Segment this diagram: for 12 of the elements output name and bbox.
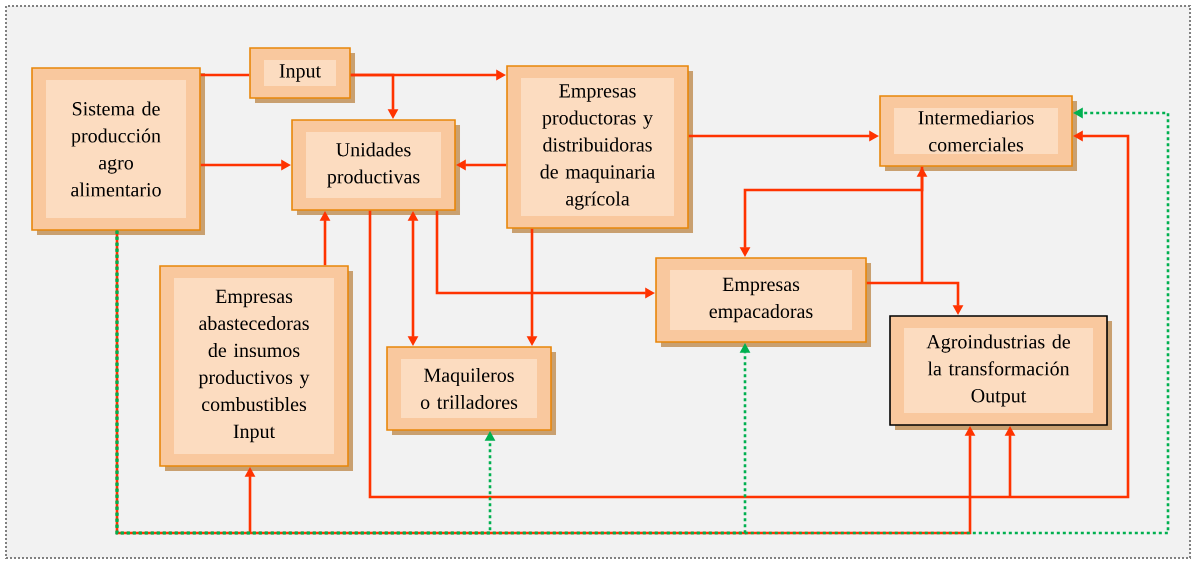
process-box: Empresas productoras y distribuidoras de maquinaria agrícola [506, 65, 693, 233]
process-box: Empresas abastecedoras de insumos productivos y combustibles Input [159, 265, 353, 471]
process-box: Unidades productivas [291, 119, 460, 215]
process-box: Maquileros o trilladores [386, 346, 556, 435]
line [866, 281, 922, 285]
process-box: Empresas empacadoras [655, 257, 871, 347]
line [368, 210, 1010, 499]
process-box: Agroindustrias de la transformación Output [889, 315, 1112, 430]
process-box: Sistema de producción agro alimentario [31, 67, 205, 235]
process-box: Input [249, 47, 355, 103]
process-box: Intermediarios comerciales [879, 95, 1077, 171]
line [200, 73, 250, 77]
